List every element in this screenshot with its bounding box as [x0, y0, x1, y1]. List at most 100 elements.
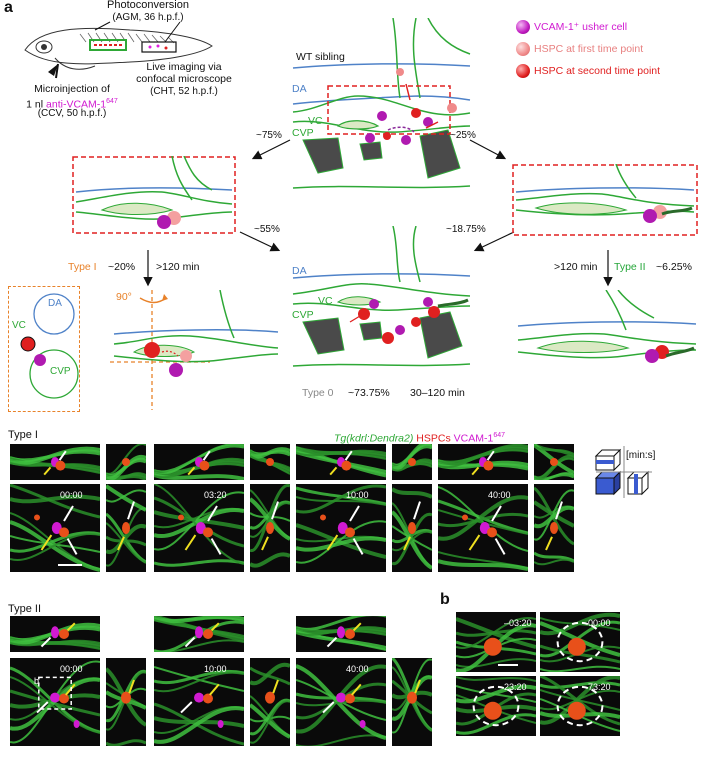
type2-xz-view [296, 616, 386, 652]
type1-timestamp: 40:00 [488, 490, 511, 500]
pct-right-top: ~25% [450, 130, 476, 141]
type2-yz-side [250, 658, 290, 746]
pct-left-top: ~75% [256, 130, 282, 141]
channel-legend: Tg(kdrl:Dendra2) HSPCs VCAM-1647 [334, 430, 505, 445]
photoconversion-label: Photoconversion [107, 0, 189, 11]
channel-tg: Tg(kdrl:Dendra2) [334, 432, 414, 445]
panel-b-timestamp: 00:00 [588, 618, 611, 628]
type1-xz-view [296, 444, 386, 480]
vc-label-bottom: VC [318, 295, 333, 307]
type1-timestamp: 00:00 [60, 490, 83, 500]
channel-vcam: VCAM-1 [453, 432, 494, 445]
type1-cvp-label: CVP [50, 366, 71, 377]
type1-cross-section [8, 286, 80, 412]
type1-xz-side [534, 444, 574, 480]
type1-rotation-schematic [110, 290, 279, 410]
legend-usher-label: VCAM-1⁺ usher cell [534, 21, 628, 33]
legend-hspc-second-label: HSPC at second time point [534, 65, 661, 77]
type1-vc-label: VC [12, 320, 26, 331]
channel-vcam-sup: 647 [493, 432, 506, 439]
type2-imaging-title: Type II [8, 603, 42, 615]
type2-time: >120 min [554, 261, 598, 273]
cvp-label-bottom: CVP [292, 309, 314, 321]
pct-right-mid: ~18.75% [446, 224, 486, 235]
pct-left-mid: ~55% [254, 224, 280, 235]
wt-sibling-label: WT sibling [296, 51, 345, 63]
wt-sibling-schematic [292, 18, 471, 189]
type1-xz-view [10, 444, 100, 480]
panel-b-timestamp: 23:20 [504, 682, 527, 692]
type1-xz-side [392, 444, 432, 480]
type1-xy-view [296, 484, 386, 572]
orthogonal-view-icon [594, 446, 652, 498]
panel-b-image [456, 612, 536, 672]
type1-yz-side [106, 484, 146, 572]
antibody-sup: 647 [106, 98, 118, 105]
panel-b-timestamp: 73:20 [588, 682, 611, 692]
da-label-top: DA [292, 83, 307, 95]
type2-pct: ~6.25% [656, 261, 692, 273]
live-imaging-line2: confocal microscope [136, 73, 232, 85]
left-zoom-schematic [72, 156, 236, 234]
type0-pct: ~73.75% [348, 387, 390, 399]
type1-xz-side [106, 444, 146, 480]
type1-time: >120 min [156, 261, 200, 273]
vc-label-top: VC [308, 115, 323, 127]
microinjection-line2: 1 nl anti-VCAM-1647 [26, 96, 118, 111]
antibody-name: anti-VCAM-1 [46, 98, 107, 111]
cvp-label-top: CVP [292, 127, 314, 139]
type2-timestamp: 10:00 [204, 664, 227, 674]
type2-yz-side [392, 658, 432, 746]
type1-xy-view [438, 484, 528, 572]
photoconversion-detail: (AGM, 36 h.p.f.) [112, 12, 184, 23]
da-label-bottom: DA [292, 265, 307, 277]
type2-xz-view [10, 616, 100, 652]
hspc-first-icon [516, 42, 530, 56]
type1-timestamp: 03:20 [204, 490, 227, 500]
type0-time: 30–120 min [410, 387, 465, 399]
panel-b-timestamp: –03:20 [504, 618, 532, 628]
microinjection-line1: Microinjection of [34, 83, 110, 95]
type1-cross-section-drawing [20, 293, 79, 399]
time-unit: [min:s] [626, 450, 656, 461]
type1-label: Type I [68, 261, 97, 273]
type1-xy-view [154, 484, 244, 572]
live-imaging-detail: (CHT, 52 h.p.f.) [150, 86, 218, 97]
right-zoom-schematic [512, 164, 698, 236]
type2-xy-view [154, 658, 244, 746]
panel-b-letter: b [440, 591, 450, 608]
type1-da-label: DA [48, 298, 62, 309]
box-label: b [34, 676, 40, 686]
scale-bar [58, 564, 82, 566]
type2-xy-view [10, 658, 100, 746]
type1-xy-view [10, 484, 100, 572]
scale-bar [498, 664, 518, 666]
type1-timestamp: 10:00 [346, 490, 369, 500]
type1-yz-side [392, 484, 432, 572]
microinjection-volume: 1 nl [26, 98, 47, 111]
panel-b-image [456, 676, 536, 736]
type1-yz-side [250, 484, 290, 572]
type0-schematic [292, 226, 471, 367]
type2-schematic [517, 290, 697, 363]
live-imaging-line1: Live imaging via [146, 61, 222, 73]
type2-yz-side [106, 658, 146, 746]
microinjection-detail: (CCV, 50 h.p.f.) [37, 108, 107, 119]
panel-b-image [540, 676, 620, 736]
type1-yz-side [534, 484, 574, 572]
usher-cell-icon [516, 20, 530, 34]
panel-b-image [540, 612, 620, 672]
type1-xz-view [438, 444, 528, 480]
type0-label: Type 0 [302, 387, 334, 399]
type1-imaging-title: Type I [8, 429, 38, 441]
type2-timestamp: 00:00 [60, 664, 83, 674]
type2-xz-view [154, 616, 244, 652]
flow-arrows [143, 139, 613, 287]
rotation-label: 90° [116, 291, 132, 303]
channel-hspc: HSPCs [416, 432, 451, 445]
type1-xz-view [154, 444, 244, 480]
type2-label: Type II [614, 261, 646, 273]
type1-xz-side [250, 444, 290, 480]
zebrafish-illustration [24, 21, 213, 79]
hspc-second-icon [516, 64, 530, 78]
